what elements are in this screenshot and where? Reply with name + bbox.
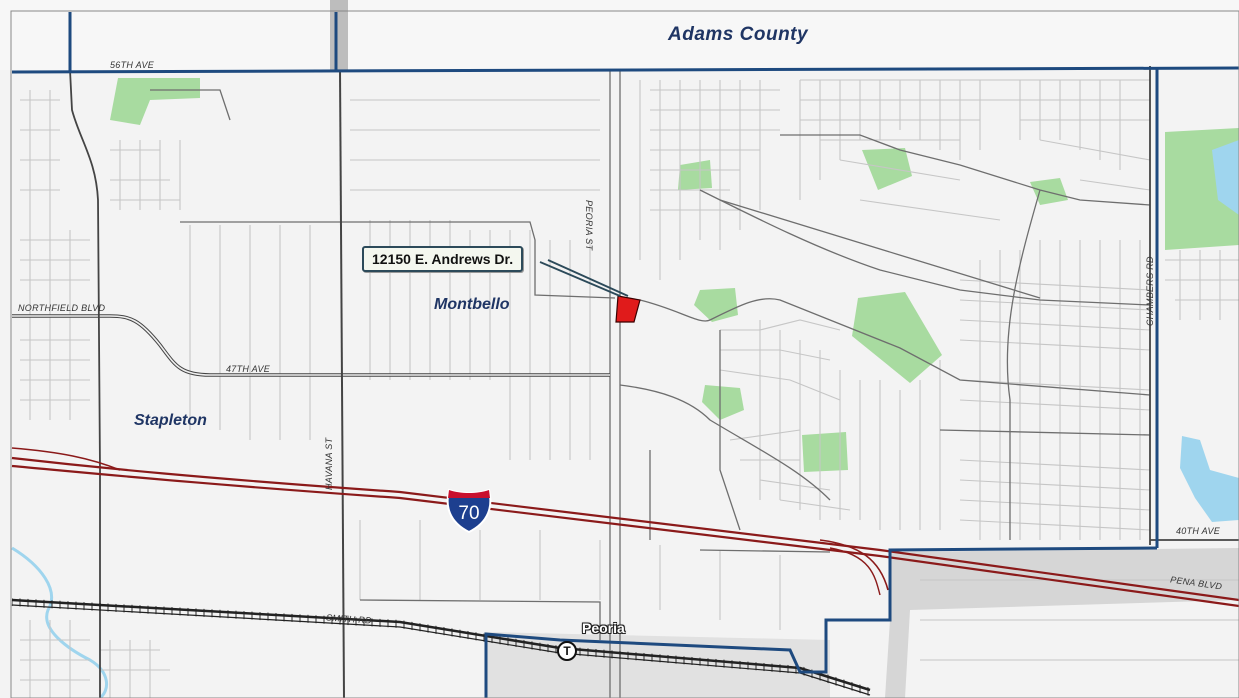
station-label-peoria: Peoria <box>582 620 625 636</box>
local-streets <box>20 79 1239 698</box>
boundary-shading-south <box>885 548 1239 698</box>
interstate-70 <box>11 447 1239 608</box>
interstate-shield-number: 70 <box>458 503 480 524</box>
boundary-lines <box>11 12 1239 698</box>
collector-streets <box>150 70 1151 698</box>
interstate-shield-icon: 70 <box>445 488 493 534</box>
site-parcel[interactable] <box>615 295 641 323</box>
street-label-40th-ave: 40TH AVE <box>1176 526 1221 536</box>
street-label-northfield-blvd: NORTHFIELD BLVD <box>18 303 106 313</box>
street-label-47th-ave: 47TH AVE <box>226 364 271 374</box>
arterial-roads <box>12 66 1239 698</box>
neighborhood-label-stapleton: Stapleton <box>134 412 207 429</box>
site-address-callout[interactable]: 12150 E. Andrews Dr. <box>362 246 524 272</box>
street-label-chambers-rd: CHAMBERS RD <box>1145 256 1155 326</box>
county-label: Adams County <box>668 24 809 45</box>
neighborhood-label-montbello: Montbello <box>434 296 510 313</box>
street-label-56th-ave: 56TH AVE <box>110 60 155 70</box>
transit-station-icon[interactable]: T <box>557 641 577 661</box>
callout-leader <box>539 259 629 297</box>
street-label-peoria-st: PEORIA ST <box>584 200 594 251</box>
street-label-havana-st: HAVANA ST <box>324 437 334 490</box>
adams-county-area <box>0 0 1239 70</box>
map-frame <box>10 10 1239 698</box>
water <box>11 140 1239 698</box>
